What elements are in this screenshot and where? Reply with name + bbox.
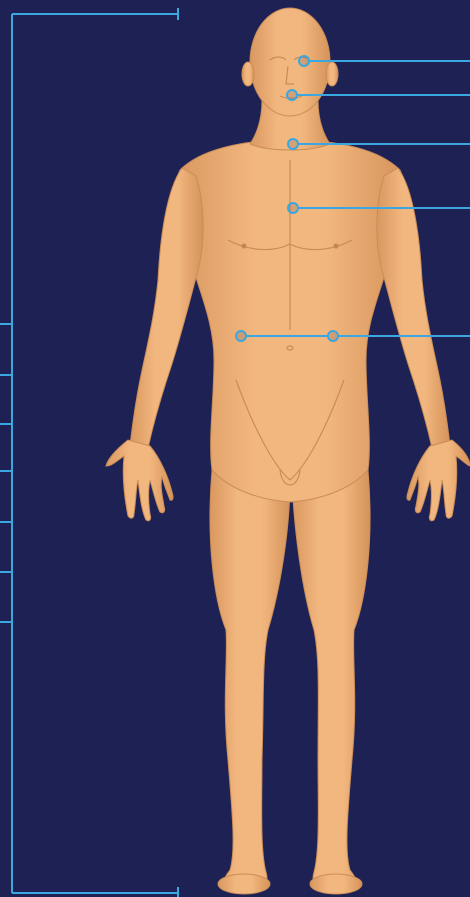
- right-foot: [310, 874, 362, 894]
- right-hand: [407, 440, 470, 521]
- left-nipple: [242, 244, 246, 248]
- right-leg: [292, 470, 370, 892]
- left-leg: [210, 470, 290, 892]
- left-arm: [130, 168, 203, 448]
- right-arm: [377, 168, 450, 448]
- left-foot: [218, 874, 270, 894]
- right-nipple: [334, 244, 338, 248]
- right-ear: [326, 62, 338, 86]
- left-ear: [242, 62, 254, 86]
- left-hand: [106, 440, 173, 521]
